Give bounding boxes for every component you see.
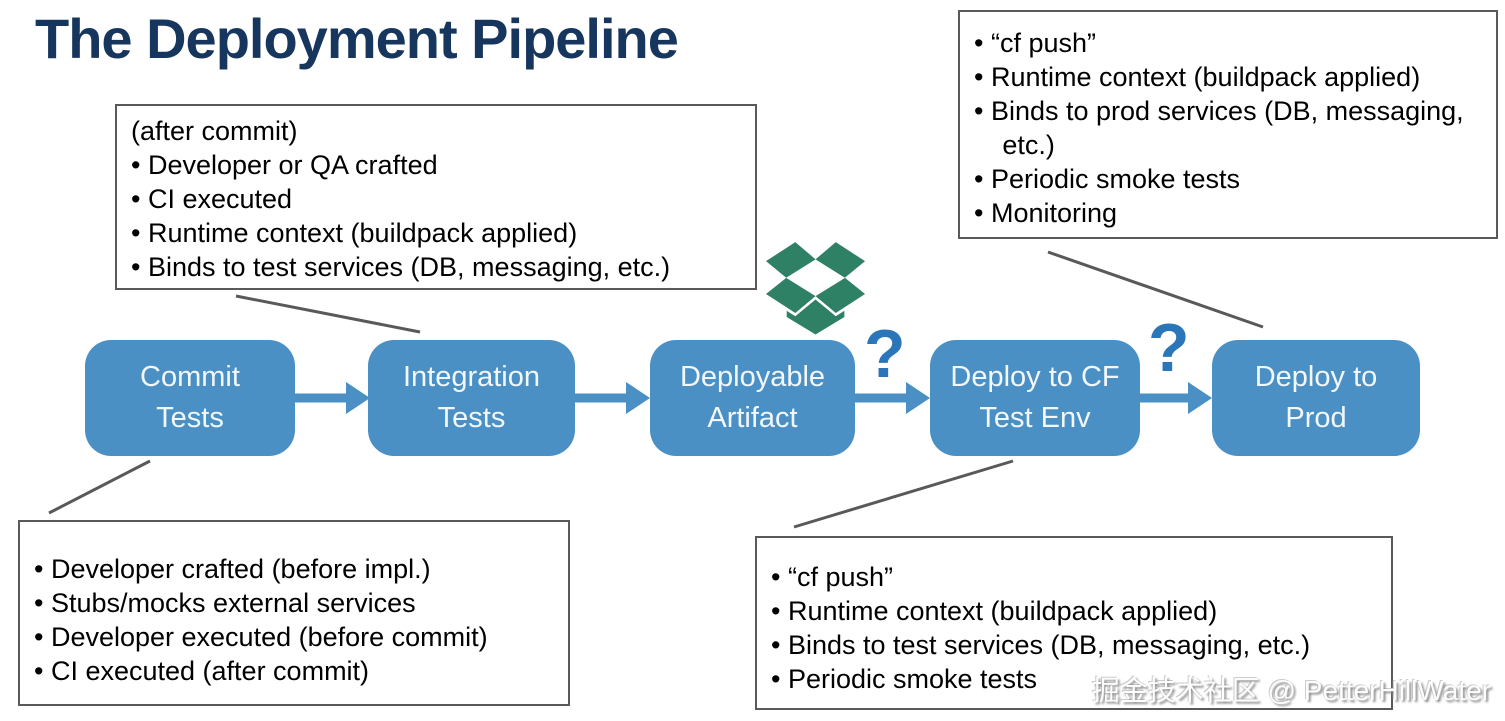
note-line: • Binds to test services (DB, messaging,… [771, 630, 1311, 660]
page-title: The Deployment Pipeline [35, 7, 679, 70]
note-line: • Stubs/mocks external services [34, 588, 416, 618]
note-line: • Binds to test services (DB, messaging,… [131, 252, 671, 282]
note-line: • Runtime context (buildpack applied) [771, 596, 1218, 626]
question-mark-deploy-prod: ? [1148, 310, 1190, 386]
stage-integration-tests[interactable]: Integration Tests [368, 340, 575, 456]
stage-commit-tests[interactable]: Commit Tests [85, 340, 295, 456]
stage-deploy-to-prod[interactable]: Deploy to Prod [1212, 340, 1420, 456]
note-line: • Developer or QA crafted [131, 150, 438, 180]
connector-bottom-left-note [48, 459, 151, 515]
note-integration-tests: (after commit) • Developer or QA crafted •… [115, 104, 757, 290]
stage-deploy-to-cf-test-env[interactable]: Deploy to CF Test Env [930, 340, 1140, 456]
note-line: • Developer executed (before commit) [34, 622, 488, 652]
stage-deployable-artifact[interactable]: Deployable Artifact [650, 340, 855, 456]
note-line: • Developer crafted (before impl.) [34, 554, 431, 584]
note-line: • CI executed (after commit) [34, 656, 370, 686]
note-line: • CI executed [131, 184, 293, 214]
watermark: 掘金技术社区 @ PetterHillWater [1091, 675, 1491, 706]
flow-arrow-4 [1138, 382, 1212, 414]
note-line: • Periodic smoke tests [974, 164, 1241, 194]
note-line: (after commit) [131, 116, 298, 146]
note-line: • Runtime context (buildpack applied) [974, 62, 1421, 92]
note-line: • “cf push” [771, 562, 893, 592]
note-deploy-prod: • “cf push” • Runtime context (buildpack … [958, 10, 1498, 239]
note-deploy-cf-test-env: • “cf push” • Runtime context (buildpack … [755, 536, 1393, 710]
dropbox-icon [766, 242, 866, 335]
flow-arrow-1 [293, 382, 370, 414]
note-line: • Monitoring [974, 198, 1118, 228]
flow-arrow-2 [573, 382, 650, 414]
connector-top-left-note [235, 294, 421, 334]
note-line: • Runtime context (buildpack applied) [131, 218, 578, 248]
question-mark-deploy-test: ? [864, 316, 906, 392]
note-line: • “cf push” [974, 28, 1096, 58]
connector-bottom-right-note [793, 459, 1014, 529]
note-line: • Periodic smoke tests [771, 664, 1038, 694]
note-line: • Binds to prod services (DB, messaging,… [974, 96, 1464, 160]
note-commit-tests: • Developer crafted (before impl.) • Stub… [18, 520, 570, 706]
